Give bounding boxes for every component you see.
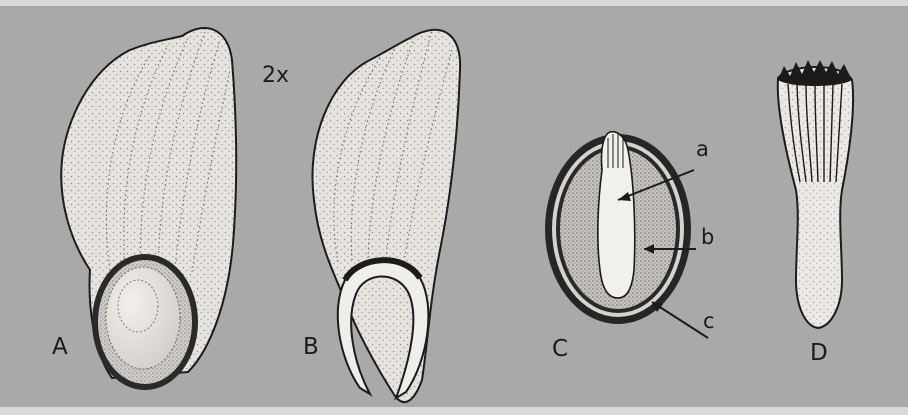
figure-a-seed-body xyxy=(106,267,180,369)
figure-c-label: C xyxy=(552,336,568,362)
top-border xyxy=(0,0,908,6)
bottom-border xyxy=(0,407,908,415)
figure-d-label: D xyxy=(810,340,828,366)
scale-label: 2x xyxy=(262,63,289,88)
figure-c-embryo xyxy=(598,132,635,298)
figure-a-label: A xyxy=(52,334,68,360)
part-b-label: b xyxy=(701,225,714,249)
part-a-label: a xyxy=(696,137,709,161)
part-c-label: c xyxy=(703,309,715,333)
figure-b-label: B xyxy=(303,334,319,360)
